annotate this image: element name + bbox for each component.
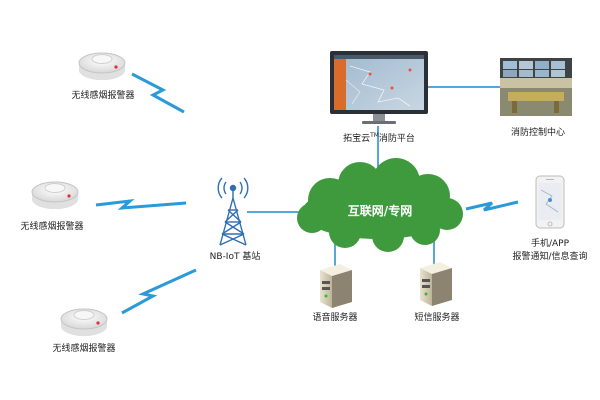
smoke-detector-icon [31, 181, 79, 209]
lightning-signal-icon [95, 198, 187, 210]
voice-server-label: 语音服务器 [312, 313, 358, 323]
smoke-detector-icon [78, 52, 126, 80]
sms-server-label: 短信服务器 [414, 313, 460, 323]
smartphone-icon [535, 175, 565, 229]
server-icon [320, 264, 352, 308]
base-station-label: NB-IoT 基站 [209, 252, 261, 262]
lightning-signal-icon [465, 200, 519, 212]
platform-label: 拓宝云TM消防平台 [343, 130, 415, 145]
platform-label-main: 拓宝云 [343, 134, 371, 144]
server-icon [420, 262, 452, 306]
cloud-icon [297, 158, 463, 252]
monitor-icon [330, 51, 428, 124]
control-center-label: 消防控制中心 [510, 128, 566, 138]
control-room-icon [500, 58, 572, 116]
smoke-detector-icon [60, 308, 108, 336]
detector-3-label: 无线感烟报警器 [52, 344, 116, 354]
platform-label-tm: TM [370, 132, 379, 139]
detector-2-label: 无线感烟报警器 [20, 222, 84, 232]
cloud-label: 互联网/专网 [347, 204, 413, 218]
platform-label-rest: 消防平台 [378, 134, 415, 144]
lightning-signal-icon [121, 268, 197, 315]
mobile-label-line1: 手机/APP [530, 239, 570, 249]
wireless-signals [95, 72, 519, 315]
detector-1-label: 无线感烟报警器 [71, 91, 135, 101]
mobile-label-line2: 报警通知/信息查询 [512, 252, 588, 262]
lightning-signal-icon [131, 72, 185, 114]
radio-tower-icon [217, 177, 249, 246]
